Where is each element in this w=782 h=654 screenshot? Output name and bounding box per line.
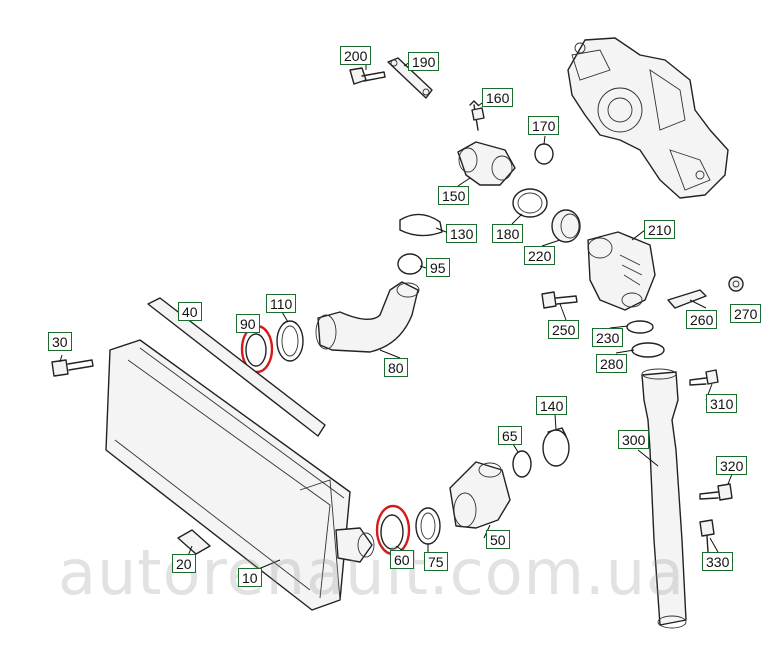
label-250[interactable]: 250 bbox=[548, 320, 580, 339]
label-170[interactable]: 170 bbox=[528, 116, 560, 135]
label-230[interactable]: 230 bbox=[592, 328, 624, 347]
label-270[interactable]: 270 bbox=[730, 304, 762, 323]
label-65[interactable]: 65 bbox=[498, 426, 522, 445]
bolt-250 bbox=[541, 291, 578, 309]
ring-65 bbox=[512, 450, 532, 478]
clamp-110 bbox=[276, 320, 304, 362]
label-300[interactable]: 300 bbox=[618, 430, 650, 449]
label-320[interactable]: 320 bbox=[716, 456, 748, 475]
label-260[interactable]: 260 bbox=[686, 310, 718, 329]
hose-80 bbox=[315, 281, 420, 353]
label-210[interactable]: 210 bbox=[644, 220, 676, 239]
clamp-130 bbox=[399, 213, 443, 237]
label-310[interactable]: 310 bbox=[706, 394, 738, 413]
label-150[interactable]: 150 bbox=[438, 186, 470, 205]
label-130[interactable]: 130 bbox=[446, 224, 478, 243]
elbow-50 bbox=[449, 461, 511, 529]
label-95[interactable]: 95 bbox=[426, 258, 450, 277]
label-30[interactable]: 30 bbox=[48, 332, 72, 351]
ring-170 bbox=[534, 143, 554, 165]
label-60[interactable]: 60 bbox=[390, 550, 414, 569]
strip-40 bbox=[147, 297, 326, 437]
label-110[interactable]: 110 bbox=[266, 294, 297, 313]
bolt-310 bbox=[689, 369, 719, 386]
label-220[interactable]: 220 bbox=[524, 246, 556, 265]
turbocharger bbox=[567, 37, 729, 199]
elbow-150 bbox=[457, 141, 516, 186]
ring-95 bbox=[397, 253, 423, 275]
bolt-200 bbox=[349, 67, 386, 85]
ring-230 bbox=[626, 320, 654, 334]
label-50[interactable]: 50 bbox=[486, 530, 510, 549]
label-10[interactable]: 10 bbox=[238, 568, 262, 587]
label-140[interactable]: 140 bbox=[536, 396, 568, 415]
bolt-330 bbox=[699, 519, 715, 553]
pipe-300 bbox=[641, 368, 687, 629]
bracket-20 bbox=[177, 529, 211, 555]
label-280[interactable]: 280 bbox=[596, 354, 628, 373]
label-75[interactable]: 75 bbox=[424, 552, 448, 571]
throttle-210 bbox=[587, 231, 656, 311]
bolt-160 bbox=[469, 100, 485, 131]
bracket-260 bbox=[667, 289, 707, 309]
label-80[interactable]: 80 bbox=[384, 358, 408, 377]
label-180[interactable]: 180 bbox=[492, 224, 524, 243]
sleeve-220 bbox=[551, 209, 581, 243]
label-90[interactable]: 90 bbox=[236, 314, 260, 333]
bolt-30 bbox=[51, 359, 94, 377]
nut-270 bbox=[728, 276, 744, 292]
label-330[interactable]: 330 bbox=[702, 552, 734, 571]
clamp-140 bbox=[542, 427, 570, 467]
intercooler-10 bbox=[105, 339, 375, 611]
label-160[interactable]: 160 bbox=[482, 88, 514, 107]
label-40[interactable]: 40 bbox=[178, 302, 202, 321]
clamp-280 bbox=[631, 342, 665, 358]
clamp-180 bbox=[512, 188, 548, 218]
label-200[interactable]: 200 bbox=[340, 46, 372, 65]
label-190[interactable]: 190 bbox=[408, 52, 440, 71]
label-20[interactable]: 20 bbox=[172, 554, 196, 573]
watermark: autorenault.com.ua bbox=[58, 536, 686, 609]
bracket-190 bbox=[387, 57, 433, 99]
bolt-320 bbox=[699, 483, 733, 501]
